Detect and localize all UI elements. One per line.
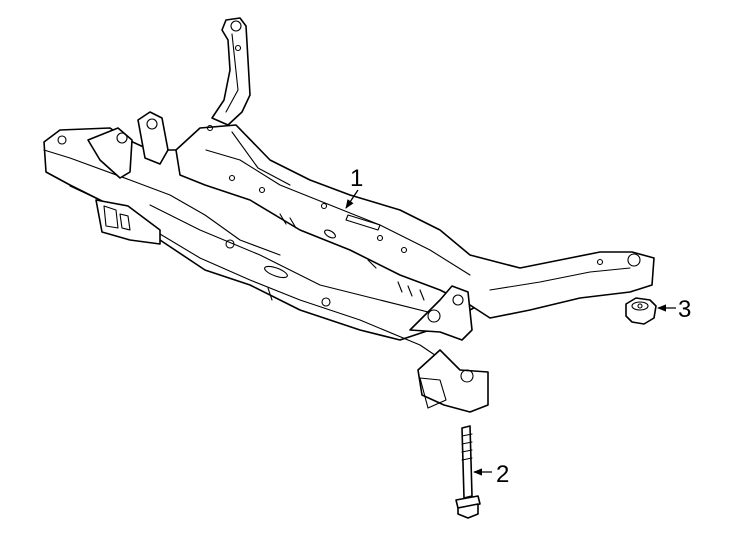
bolt-part [455,425,481,519]
callout-2: 2 [473,461,509,488]
callout-label-2: 2 [496,461,509,488]
callout-1: 1 [345,165,363,209]
callout-label-3: 3 [678,296,691,323]
callout-label-1: 1 [350,165,363,192]
callout-3: 3 [657,296,691,323]
nut-part [625,297,657,325]
subframe-crossmember [43,17,655,413]
